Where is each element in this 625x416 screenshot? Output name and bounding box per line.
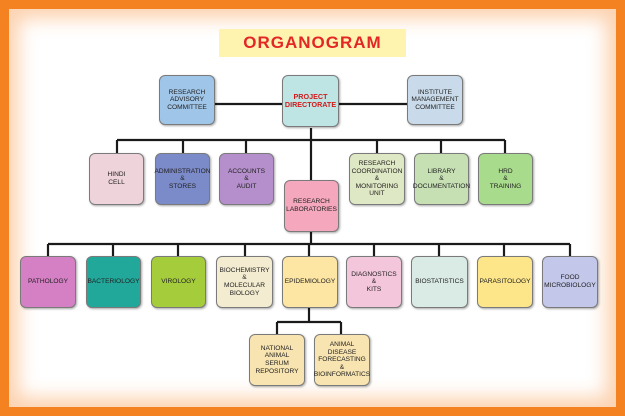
hrd-training-box: HRD&TRAINING bbox=[478, 153, 533, 205]
box-label-line: STORES bbox=[169, 182, 196, 190]
box-label-line: LABORATORIES bbox=[286, 206, 337, 213]
box-label-line: DIAGNOSTICS bbox=[351, 270, 397, 278]
pathology-box: PATHOLOGY bbox=[20, 256, 76, 308]
box-label-line: PROJECT bbox=[293, 91, 328, 101]
box-label-line: NATIONAL bbox=[260, 344, 294, 352]
box-label-line: INSTITUTE bbox=[417, 88, 453, 96]
box-label-line: MOLECULAR bbox=[223, 282, 266, 289]
epidemiology-box: EPIDEMIOLOGY bbox=[282, 256, 338, 308]
bacteriology-box: BACTERIOLOGY bbox=[86, 256, 141, 308]
box-label-line: AUDIT bbox=[236, 182, 257, 190]
box-label-line: COORDINATION & bbox=[351, 167, 403, 183]
box-label-line: LIBRARY bbox=[427, 167, 456, 175]
biostatistics-box: BIOSTATISTICS bbox=[411, 256, 468, 308]
box-label-line: DOCUMENTATION bbox=[412, 182, 471, 190]
box-label-line: & bbox=[244, 175, 249, 183]
box-label-line: MANAGEMENT bbox=[411, 96, 459, 104]
box-label-line: TRAINING bbox=[489, 182, 522, 190]
box-label-line: RESEARCH bbox=[358, 160, 396, 168]
box-label-line: ANIMAL bbox=[264, 352, 290, 360]
box-label-line: PARASITOLOGY bbox=[479, 278, 531, 286]
box-label-line: ADMINISTRATION bbox=[154, 167, 211, 175]
box-label-line: BIOINFORMATICS bbox=[313, 371, 371, 379]
box-label-line: VIROLOGY bbox=[161, 278, 196, 286]
box-label-line: & bbox=[371, 278, 377, 286]
box-label-line: FOOD bbox=[560, 274, 580, 282]
box-label-line: & bbox=[503, 175, 508, 183]
page-title: ORGANOGRAM bbox=[219, 29, 406, 57]
box-label-line: CELL bbox=[108, 179, 125, 186]
box-label-line: SERUM bbox=[265, 360, 289, 367]
administration-stores-box: ADMINISTRATION&STORES bbox=[155, 153, 210, 205]
box-label-line: & bbox=[439, 175, 444, 183]
box-label-line: ADVISORY bbox=[170, 96, 204, 104]
box-label-line: BIOLOGY bbox=[229, 289, 260, 297]
box-label-line: COMMITTEE bbox=[415, 103, 455, 111]
box-label-line: HRD bbox=[498, 167, 513, 175]
box-label-line: ACCOUNTS bbox=[228, 167, 265, 175]
box-label-line: MICROBIOLOGY bbox=[544, 282, 596, 289]
box-label-line: FORECASTING bbox=[318, 356, 366, 364]
library-documentation-box: LIBRARY&DOCUMENTATION bbox=[412, 153, 471, 205]
virology-box: VIROLOGY bbox=[151, 256, 206, 308]
box-label-line: BIOSTATISTICS bbox=[415, 278, 464, 286]
box-label-line: & bbox=[339, 363, 345, 371]
box-label-line: MONITORING UNIT bbox=[355, 182, 399, 198]
box-label-line: PATHOLOGY bbox=[27, 278, 69, 286]
box-label-line: HINDI bbox=[107, 171, 126, 179]
box-label-line: EPIDEMIOLOGY bbox=[284, 278, 336, 286]
box-label-line: BIOCHEMISTRY bbox=[219, 266, 270, 274]
box-label-line: BACTERIOLOGY bbox=[87, 278, 140, 286]
box-label-line: DISEASE bbox=[327, 348, 357, 356]
parasitology-box: PARASITOLOGY bbox=[477, 256, 533, 308]
box-label-line: & bbox=[242, 274, 247, 282]
accounts-audit-box: ACCOUNTS&AUDIT bbox=[219, 153, 274, 205]
diagnostics-kits-box: DIAGNOSTICS&KITS bbox=[346, 256, 402, 308]
box-label-line: ANIMAL bbox=[329, 341, 355, 349]
box-label-line: & bbox=[180, 175, 185, 183]
box-label-line: COMMITTEE bbox=[167, 103, 207, 111]
box-label-line: RESEARCH bbox=[293, 198, 330, 206]
box-label-line: DIRECTORATE bbox=[284, 100, 337, 109]
box-label-line: REPOSITORY bbox=[255, 367, 299, 375]
box-label-line: KITS bbox=[366, 285, 382, 293]
box-label-line: RESEARCH bbox=[168, 88, 206, 96]
